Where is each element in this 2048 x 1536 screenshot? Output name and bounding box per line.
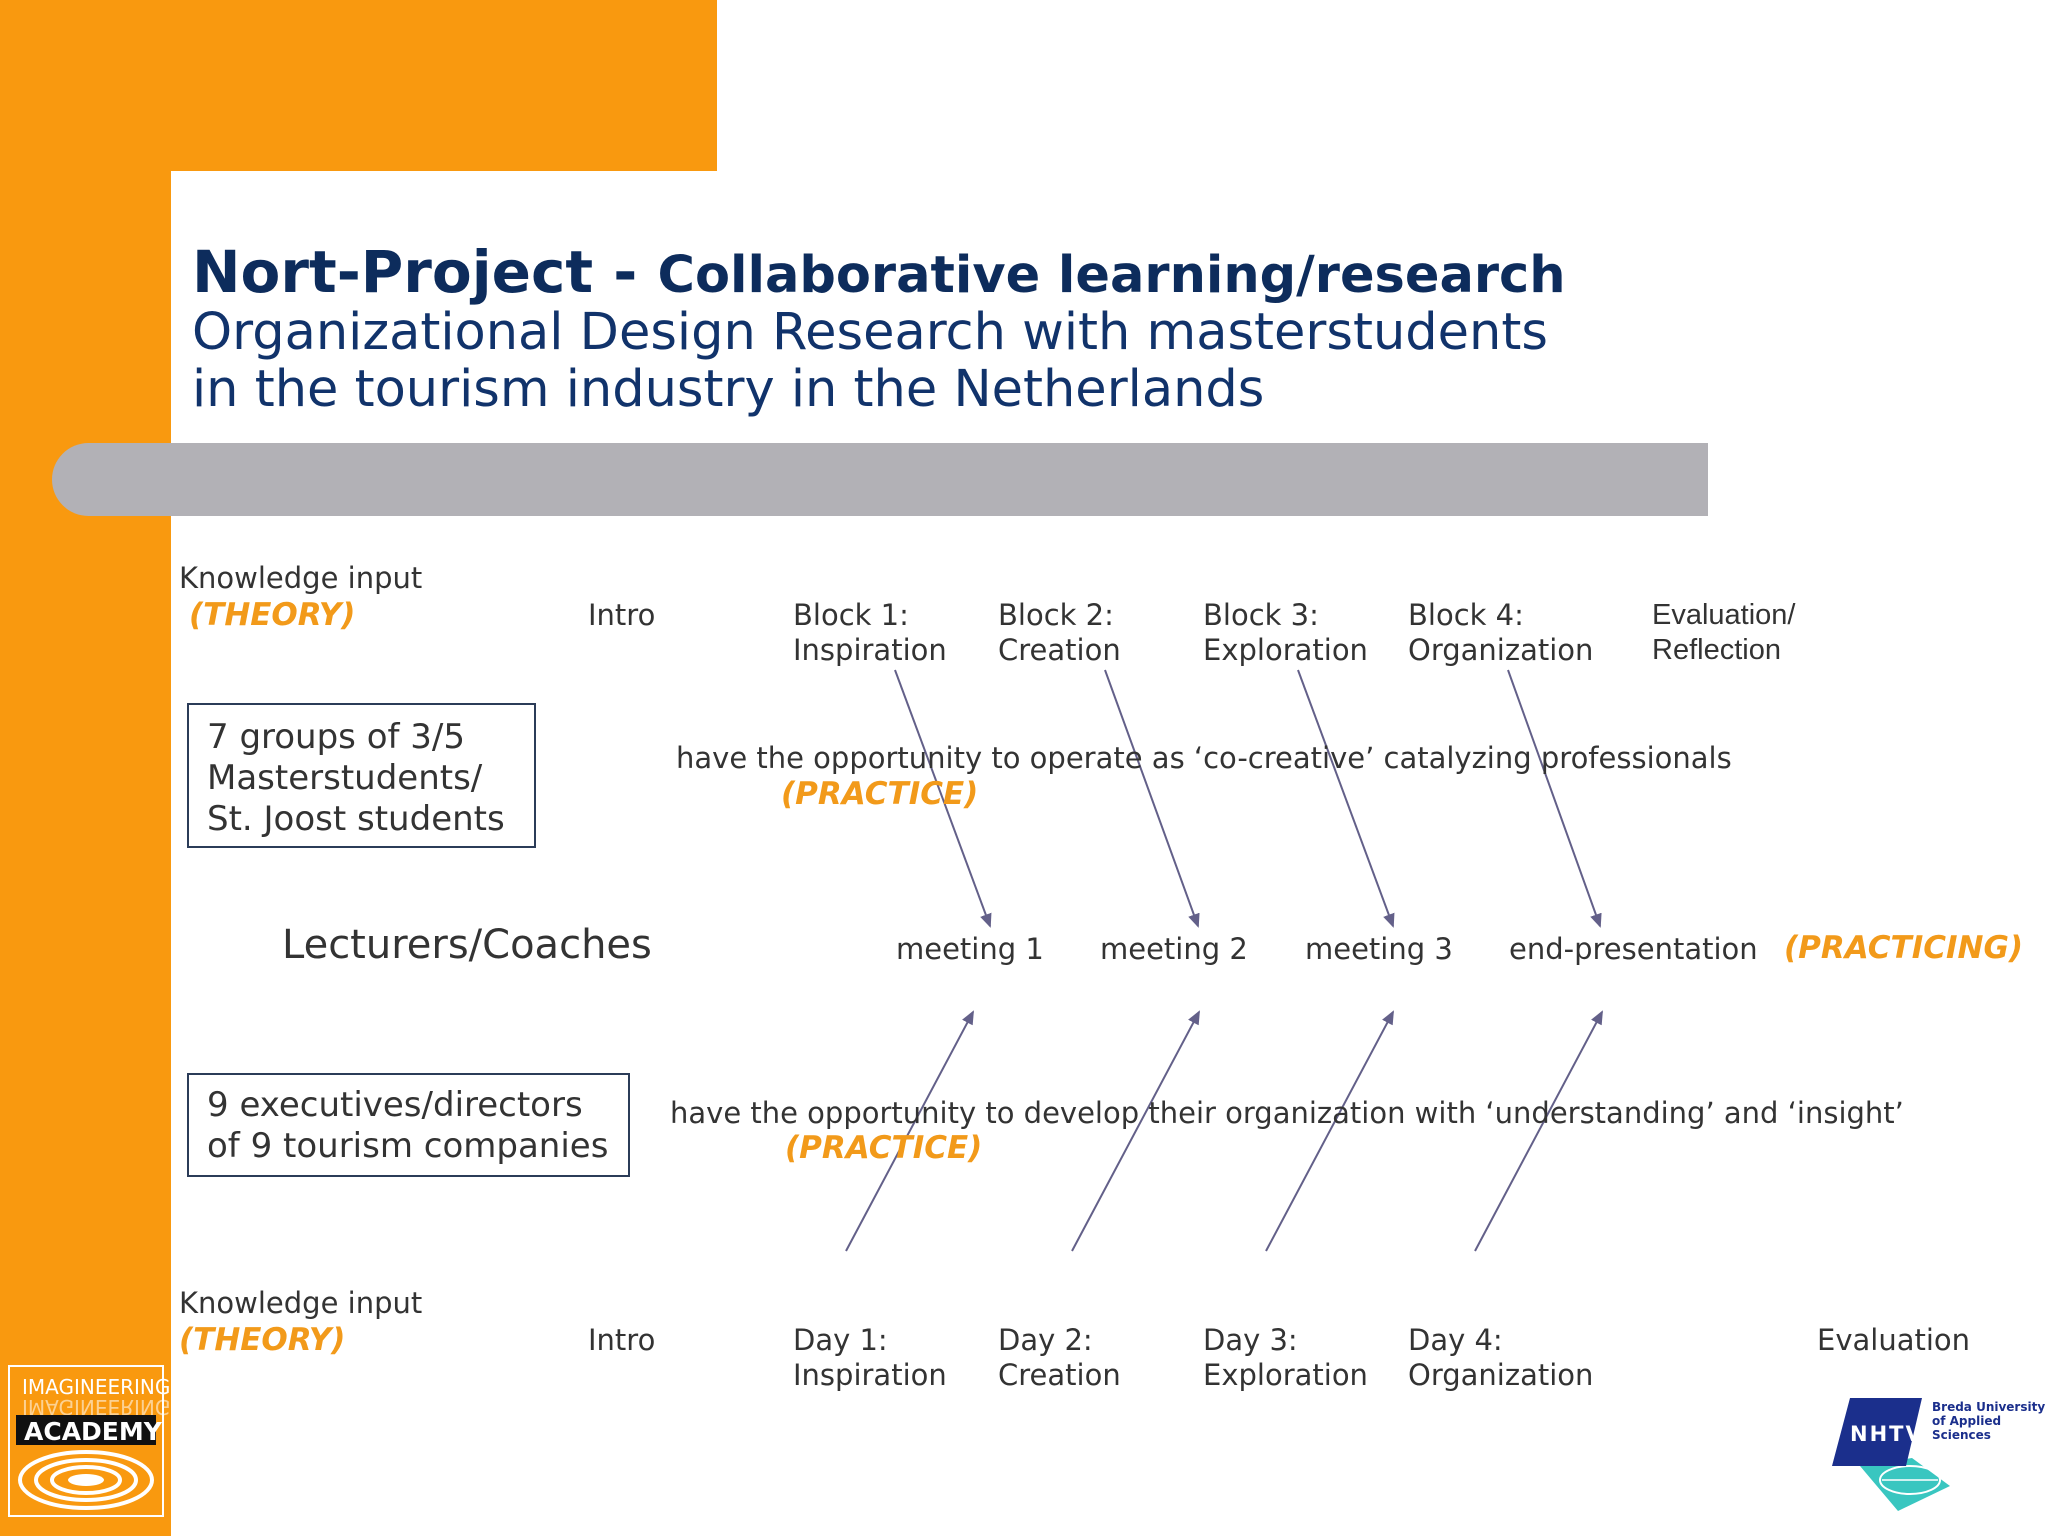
subtitle-line-1: Organizational Design Research with mast… xyxy=(192,303,1548,362)
day-1: Day 1: Inspiration xyxy=(793,1323,947,1393)
students-line-2: Masterstudents/ xyxy=(207,758,483,798)
nhtv-tagline-3: Sciences xyxy=(1932,1428,1991,1442)
evaluation-reflection: Evaluation/ Reflection xyxy=(1652,598,1796,668)
block-1: Block 1: Inspiration xyxy=(793,598,947,668)
students-box: 7 groups of 3/5 Masterstudents/ St. Joos… xyxy=(187,703,536,848)
theory-label-bottom: (THEORY) xyxy=(179,1322,346,1358)
meeting-1: meeting 1 xyxy=(896,932,1044,966)
executives-box: 9 executives/directors of 9 tourism comp… xyxy=(187,1073,630,1177)
executives-line-1: 9 executives/directors xyxy=(207,1085,583,1125)
title-sub: Collaborative learning/research xyxy=(657,246,1566,305)
meeting-3: meeting 3 xyxy=(1305,932,1453,966)
block-3: Block 3: Exploration xyxy=(1203,598,1368,668)
day-3-name: Exploration xyxy=(1203,1358,1368,1392)
title-divider-bar xyxy=(52,443,1708,516)
practice-label-top: (PRACTICE) xyxy=(781,776,979,812)
students-line-1: 7 groups of 3/5 xyxy=(207,717,466,757)
day-2-number: Day 2: xyxy=(998,1323,1093,1357)
end-presentation: end-presentation xyxy=(1509,932,1758,966)
nhtv-tagline-2: of Applied xyxy=(1932,1414,2002,1428)
logo-imagineering-text: IMAGINEERING xyxy=(22,1375,171,1399)
block-4-name: Organization xyxy=(1408,633,1594,667)
slide-title: Nort-Project - Collaborative learning/re… xyxy=(192,240,1566,308)
arrow-day4-to-end xyxy=(1474,1010,1603,1252)
executives-opportunity-text: have the opportunity to develop their or… xyxy=(670,1096,1904,1130)
nhtv-tagline: Breda University of Applied Sciences xyxy=(1932,1400,2045,1442)
slide-content-panel xyxy=(171,171,2048,1536)
arrow-block1-to-meeting1 xyxy=(894,669,992,928)
arrow-day3-to-meeting3 xyxy=(1265,1010,1394,1252)
subtitle-line-2: in the tourism industry in the Netherlan… xyxy=(192,360,1265,419)
block-3-number: Block 3: xyxy=(1203,598,1319,632)
executives-line-2: of 9 tourism companies xyxy=(207,1126,609,1166)
practice-label-bottom: (PRACTICE) xyxy=(785,1130,983,1166)
evaluation-bottom: Evaluation xyxy=(1817,1323,1971,1357)
day-2: Day 2: Creation xyxy=(998,1323,1121,1393)
block-4: Block 4: Organization xyxy=(1408,598,1593,668)
logo-academy-text: ACADEMY xyxy=(24,1417,162,1446)
block-2-name: Creation xyxy=(998,633,1121,667)
globe-icon xyxy=(1832,1398,1950,1511)
arrow-block4-to-end xyxy=(1507,669,1602,928)
block-2: Block 2: Creation xyxy=(998,598,1121,668)
day-1-number: Day 1: xyxy=(793,1323,888,1357)
meeting-2: meeting 2 xyxy=(1100,932,1248,966)
arrow-day2-to-meeting2 xyxy=(1071,1010,1200,1252)
intro-top: Intro xyxy=(588,598,656,632)
concentric-rings-icon xyxy=(18,1450,154,1510)
day-4: Day 4: Organization xyxy=(1408,1323,1593,1393)
arrow-day1-to-meeting1 xyxy=(845,1010,974,1252)
knowledge-input-bottom: Knowledge input xyxy=(179,1286,423,1320)
students-opportunity-text: have the opportunity to operate as ‘co-c… xyxy=(676,741,1732,775)
arrow-block2-to-meeting2 xyxy=(1104,669,1200,928)
logo-academy-band xyxy=(16,1415,156,1445)
day-4-name: Organization xyxy=(1408,1358,1594,1392)
orange-header-band xyxy=(0,0,717,171)
day-3-number: Day 3: xyxy=(1203,1323,1298,1357)
block-4-number: Block 4: xyxy=(1408,598,1524,632)
title-main: Nort-Project - xyxy=(192,238,658,306)
evaluation-label: Evaluation/ xyxy=(1652,599,1796,631)
knowledge-input-top: Knowledge input xyxy=(179,561,423,595)
block-3-name: Exploration xyxy=(1203,633,1368,667)
orange-sidebar xyxy=(0,0,171,1536)
reflection-label: Reflection xyxy=(1652,634,1781,666)
block-1-number: Block 1: xyxy=(793,598,909,632)
arrow-block3-to-meeting3 xyxy=(1297,669,1395,928)
day-4-number: Day 4: xyxy=(1408,1323,1503,1357)
imagineering-academy-logo: IMAGINEERING IMAGINEERING ACADEMY xyxy=(8,1365,170,1517)
lecturers-coaches-label: Lecturers/Coaches xyxy=(282,922,652,968)
day-3: Day 3: Exploration xyxy=(1203,1323,1368,1393)
nhtv-tagline-1: Breda University xyxy=(1932,1400,2046,1414)
block-2-number: Block 2: xyxy=(998,598,1114,632)
nhtv-logo: NHTV Breda University of Applied Science… xyxy=(1832,1398,2045,1513)
students-line-3: St. Joost students xyxy=(207,799,505,839)
theory-label-top: (THEORY) xyxy=(189,597,356,633)
day-2-name: Creation xyxy=(998,1358,1121,1392)
intro-bottom: Intro xyxy=(588,1323,656,1357)
nhtv-name: NHTV xyxy=(1850,1422,1924,1446)
block-1-name: Inspiration xyxy=(793,633,947,667)
day-1-name: Inspiration xyxy=(793,1358,947,1392)
practicing-label: (PRACTICING) xyxy=(1784,930,2024,966)
